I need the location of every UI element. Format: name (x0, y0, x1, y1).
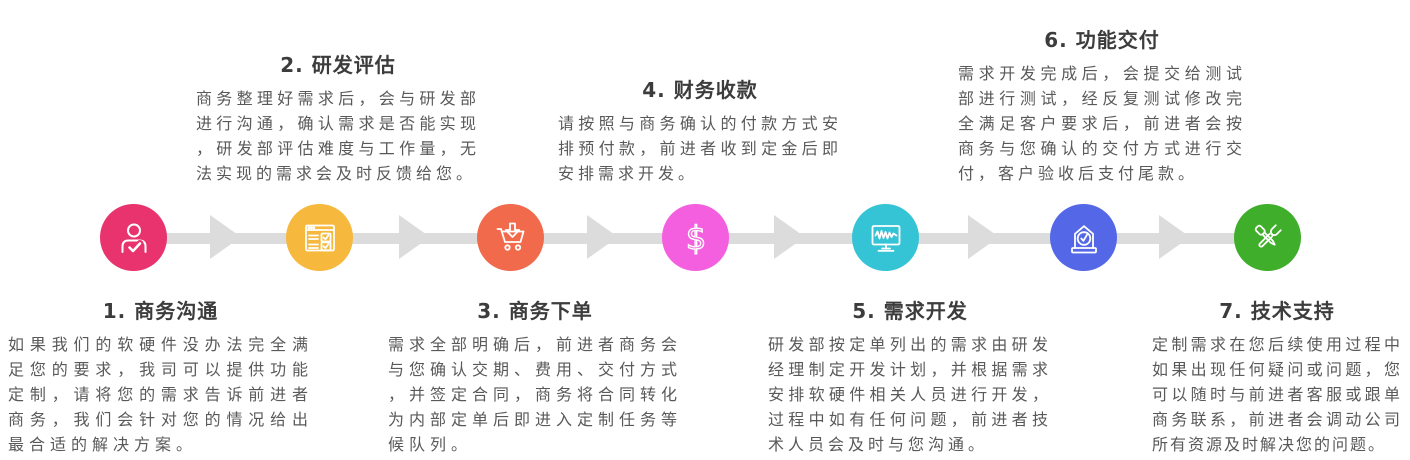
step-3-title: 3. 商务下单 (477, 299, 593, 323)
step-4-description: 请按照与商务确认的付款方式安排预付款，前进者收到定金后即安排需求开发。 (558, 114, 842, 183)
step-7-circle (1234, 204, 1301, 271)
step-6-title: 6. 功能交付 (1044, 28, 1160, 52)
step-1-circle (100, 204, 167, 271)
checklist-icon (301, 219, 339, 257)
step-4-circle: $ (662, 204, 729, 271)
step-5-circle (852, 204, 919, 271)
user-check-icon (115, 219, 153, 257)
step-6-text: 6. 功能交付 需求开发完成后，会提交给测试部进行测试，经反复测试修改完全满足客… (958, 27, 1246, 186)
step-1-text: 1. 商务沟通 如果我们的软硬件没办法完全满足您的要求，我司可以提供功能定制，请… (8, 298, 313, 457)
step-3-text: 3. 商务下单 需求全部明确后，前进者商务会与您确认交期、费用、交付方式，并签定… (388, 298, 682, 457)
tools-icon (1249, 219, 1287, 257)
step-5-title: 5. 需求开发 (852, 299, 968, 323)
step-2-title: 2. 研发评估 (280, 53, 396, 77)
step-1-title: 1. 商务沟通 (102, 299, 219, 323)
arrow-right-icon (774, 215, 805, 259)
step-5-text: 5. 需求开发 研发部按定单列出的需求由研发经理制定开发计划，并根据需求安排软硬… (768, 298, 1052, 457)
step-7-description: 定制需求在您后续使用过程中如果出现任何疑问或问题，您可以随时与前进者客服或跟单商… (1152, 335, 1402, 454)
step-2-description: 商务整理好需求后，会与研发部进行沟通，确认需求是否能实现，研发部评估难度与工作量… (196, 89, 480, 183)
step-4-text: 4. 财务收款 请按照与商务确认的付款方式安排预付款，前进者收到定金后即安排需求… (558, 77, 842, 186)
step-7-text: 7. 技术支持 定制需求在您后续使用过程中如果出现任何疑问或问题，您可以随时与前… (1152, 298, 1402, 457)
step-6-description: 需求开发完成后，会提交给测试部进行测试，经反复测试修改完全满足客户要求后，前进者… (958, 64, 1246, 183)
arrow-right-icon (587, 215, 618, 259)
step-6-circle (1050, 204, 1117, 271)
shopping-cart-icon (492, 219, 530, 257)
monitor-waveform-icon (867, 219, 905, 257)
svg-text:$: $ (685, 219, 705, 257)
arrow-right-icon (399, 215, 430, 259)
step-2-text: 2. 研发评估 商务整理好需求后，会与研发部进行沟通，确认需求是否能实现，研发部… (196, 52, 480, 186)
step-4-title: 4. 财务收款 (642, 78, 758, 102)
delivery-badge-icon (1065, 219, 1103, 257)
arrow-right-icon (1159, 215, 1190, 259)
step-7-title: 7. 技术支持 (1219, 299, 1335, 323)
arrow-right-icon (210, 215, 241, 259)
step-5-description: 研发部按定单列出的需求由研发经理制定开发计划，并根据需求安排软硬件相关人员进行开… (768, 335, 1052, 454)
step-2-circle (286, 204, 353, 271)
dollar-icon: $ (677, 219, 715, 257)
step-3-description: 需求全部明确后，前进者商务会与您确认交期、费用、交付方式，并签定合同，商务将合同… (388, 335, 683, 454)
arrow-right-icon (968, 215, 999, 259)
step-1-description: 如果我们的软硬件没办法完全满足您的要求，我司可以提供功能定制，请将您的需求告诉前… (8, 335, 313, 454)
step-3-circle (477, 204, 544, 271)
